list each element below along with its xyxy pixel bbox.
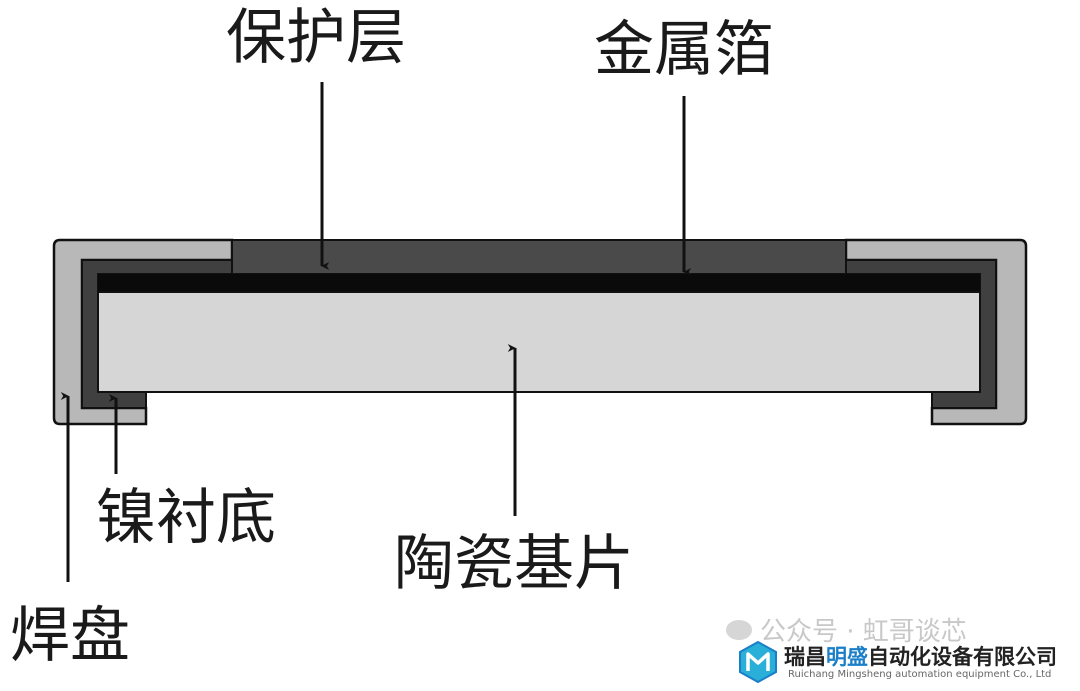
company-name: 瑞昌明盛自动化设备有限公司 [784, 641, 1057, 671]
watermark-faded-text: 公众号 · 虹哥谈芯 [760, 617, 967, 647]
label-metal-foil: 金属箔 [594, 15, 774, 85]
watermark-faded-caption: 公众号 · 虹哥谈芯 [726, 611, 967, 648]
protective-layer [231, 239, 847, 275]
company-name-suffix: 自动化设备有限公司 [868, 645, 1057, 669]
company-name-accent: 明盛 [826, 645, 868, 669]
metal-foil-layer [98, 274, 980, 292]
ceramic-substrate [97, 291, 981, 393]
watermark: 公众号 · 虹哥谈芯 瑞昌明盛自动化设备有限公司 Ruichang Mingsh… [726, 617, 1076, 689]
label-nickel-underlayer: 镍衬底 [96, 483, 276, 553]
label-ceramic-substrate: 陶瓷基片 [394, 529, 634, 599]
label-solder-pad: 焊盘 [10, 601, 130, 671]
label-protective-layer: 保护层 [226, 3, 406, 73]
wechat-icon [726, 619, 752, 640]
company-name-english: Ruichang Mingsheng automation equipment … [788, 669, 1052, 680]
company-logo-icon [739, 641, 777, 683]
company-name-prefix: 瑞昌 [784, 645, 826, 669]
